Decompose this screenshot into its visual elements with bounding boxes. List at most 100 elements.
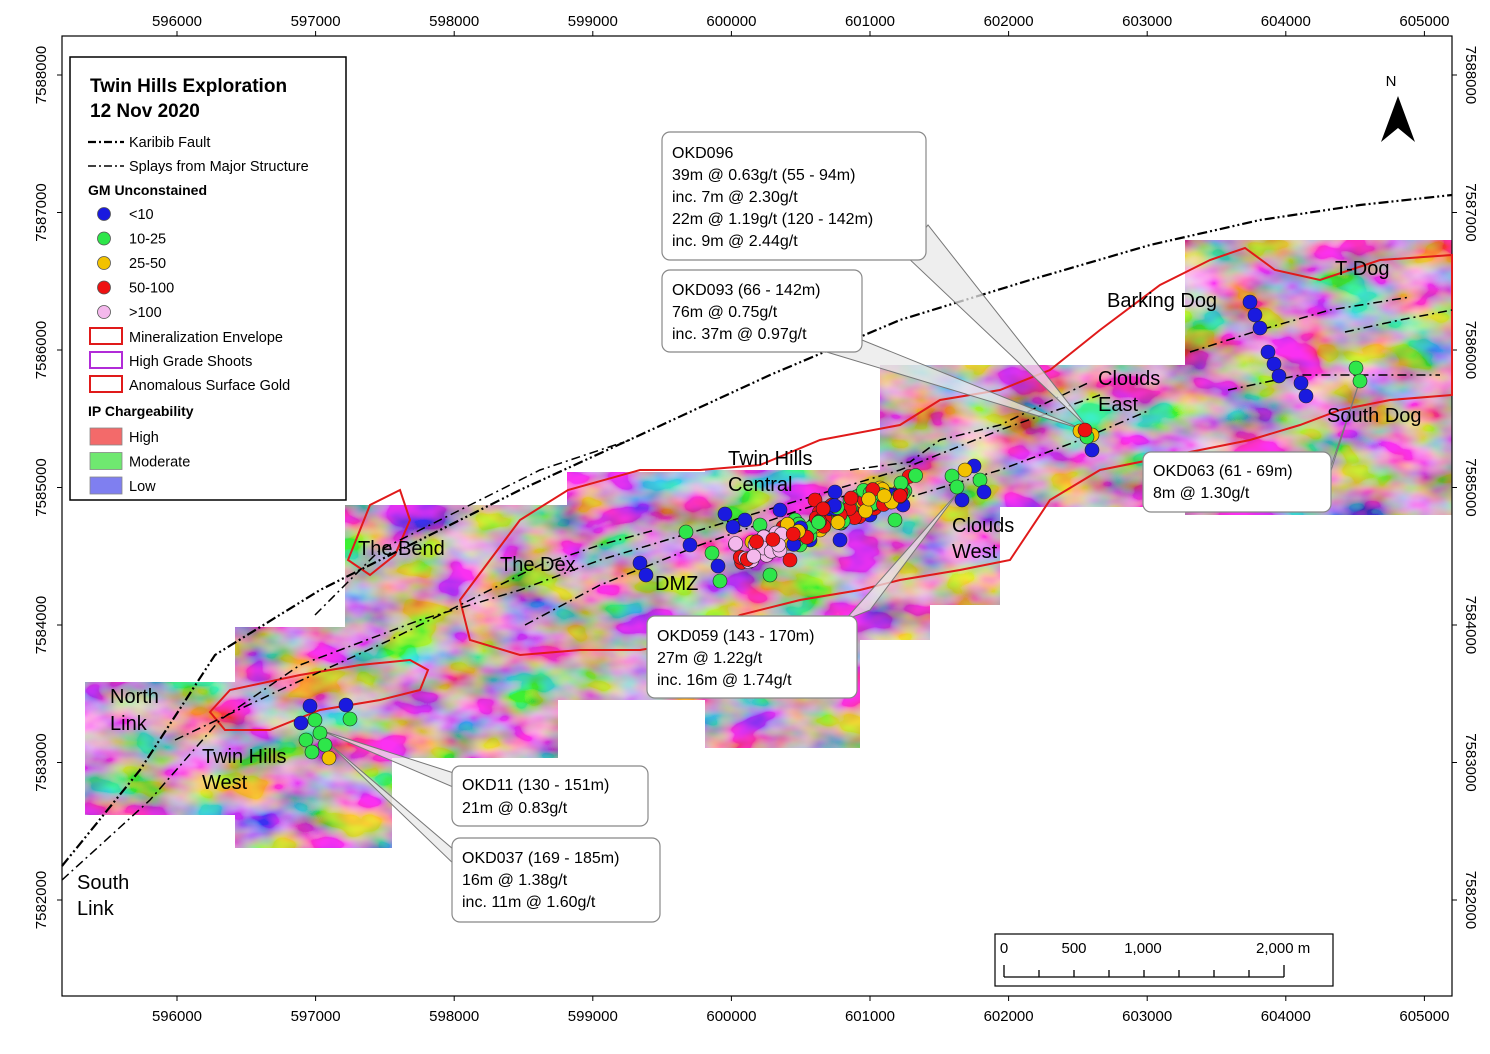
- x-tick-top-7: 603000: [1122, 13, 1172, 30]
- label-dmz: DMZ: [655, 573, 698, 595]
- collar-dot: [908, 468, 923, 483]
- legend-gm-dot-0: [97, 207, 111, 221]
- structures: [61, 193, 1453, 881]
- collar-dot: [1293, 375, 1309, 391]
- collar-dot: [830, 515, 846, 530]
- label-north-link-1: North: [110, 686, 159, 708]
- y-tick-right-3: 7585000: [1462, 458, 1479, 516]
- okd096-line-4: 22m @ 1.19g/t (120 - 142m): [672, 211, 873, 228]
- x-tick-bottom-6: 602000: [984, 1008, 1034, 1025]
- collar-dot: [1084, 442, 1100, 458]
- legend-anomalous: Anomalous Surface Gold: [129, 378, 290, 394]
- collar-dot: [304, 744, 320, 760]
- splay-3: [174, 529, 656, 741]
- collar-dot: [717, 506, 733, 522]
- collar-dot: [957, 462, 973, 478]
- label-twin-hills-central-2: Central: [728, 474, 792, 496]
- callout-okd059: OKD059 (143 - 170m) 27m @ 1.22g/t inc. 1…: [646, 615, 858, 699]
- y-tick-right-6: 7582000: [1462, 871, 1479, 929]
- x-tick-top-9: 605000: [1399, 13, 1449, 30]
- x-tick-top-6: 602000: [984, 13, 1034, 30]
- x-tick-bottom-8: 604000: [1261, 1008, 1311, 1025]
- callout-okd063: OKD063 (61 - 69m) 8m @ 1.30g/t: [1142, 451, 1332, 513]
- x-tick-bottom-7: 603000: [1122, 1008, 1172, 1025]
- okd063-line-2: 8m @ 1.30g/t: [1153, 485, 1250, 502]
- mineralization-envelopes: [208, 246, 1453, 731]
- collar-dot: [293, 715, 309, 731]
- legend-gm-label-4: >100: [129, 305, 162, 321]
- collar-dot: [832, 532, 848, 548]
- collar-dot: [737, 512, 753, 528]
- collar-dot: [725, 519, 741, 535]
- x-tick-top-1: 597000: [291, 13, 341, 30]
- collar-dot: [782, 552, 798, 568]
- collar-dot: [762, 567, 778, 583]
- collar-dot: [949, 479, 965, 495]
- legend-mineralization: Mineralization Envelope: [129, 330, 283, 346]
- okd11-line-2: 21m @ 0.83g/t: [462, 800, 568, 817]
- y-tick-left-1: 7587000: [33, 183, 50, 241]
- legend-envelope-swatch: [89, 327, 123, 345]
- legend-ip-label-1: Moderate: [129, 455, 190, 471]
- x-tick-bottom-5: 601000: [845, 1008, 895, 1025]
- envelope-west: [208, 658, 430, 731]
- legend-karibib-fault: Karibib Fault: [129, 135, 210, 151]
- label-south-dog: South Dog: [1327, 405, 1422, 427]
- label-south-link-1: South: [77, 872, 129, 894]
- y-tick-left-5: 7583000: [33, 733, 50, 791]
- x-tick-bottom-0: 596000: [152, 1008, 202, 1025]
- legend-gm-label-1: 10-25: [129, 232, 166, 248]
- okd037-line-1: OKD037 (169 - 185m): [462, 850, 619, 867]
- collar-dot: [321, 750, 337, 766]
- collar-dot: [876, 488, 892, 504]
- legend-gm-heading: GM Unconstained: [88, 182, 207, 198]
- north-arrow: N: [1381, 73, 1415, 142]
- collar-dot: [893, 475, 909, 491]
- y-tick-left-3: 7585000: [33, 458, 50, 516]
- collar-dot: [298, 732, 314, 748]
- label-twin-hills-west-2: West: [202, 772, 248, 794]
- collar-dot: [302, 698, 318, 714]
- collar-dot: [765, 532, 781, 547]
- legend: Twin Hills Exploration 12 Nov 2020 Karib…: [69, 56, 347, 501]
- okd096-line-5: inc. 9m @ 2.44g/t: [672, 233, 798, 250]
- envelope-bend: [346, 488, 412, 577]
- legend-title: Twin Hills Exploration: [90, 76, 287, 97]
- collar-dot: [1298, 388, 1314, 404]
- okd059-line-2: 27m @ 1.22g/t: [657, 650, 763, 667]
- scale-label-0: 0: [1000, 940, 1008, 957]
- callout-okd11: OKD11 (130 - 151m) 21m @ 0.83g/t: [451, 765, 649, 827]
- okd059-line-1: OKD059 (143 - 170m): [657, 628, 814, 645]
- y-tick-right-2: 7586000: [1462, 321, 1479, 379]
- collar-dot: [678, 524, 694, 540]
- label-the-bend: The Bend: [358, 538, 445, 560]
- legend-gm-dot-2: [97, 256, 111, 270]
- collar-dot: [338, 697, 354, 713]
- drillhole-collars: [293, 294, 1368, 766]
- legend-ip-label-2: Low: [129, 479, 156, 495]
- okd096-line-1: OKD096: [672, 145, 733, 162]
- splay-6: [1189, 296, 1411, 353]
- legend-ip-swatch-1: [89, 452, 123, 470]
- scale-bar: 0 500 1,000 2,000 m: [994, 933, 1334, 987]
- y-tick-left-6: 7582000: [33, 871, 50, 929]
- leader-okd059: [844, 489, 961, 621]
- x-tick-bottom-3: 599000: [568, 1008, 618, 1025]
- splay-2: [314, 439, 631, 616]
- x-tick-top-4: 600000: [706, 13, 756, 30]
- y-axis-right: 7588000758700075860007585000758400075830…: [1452, 46, 1479, 929]
- y-tick-left-0: 7588000: [33, 46, 50, 104]
- x-tick-top-8: 604000: [1261, 13, 1311, 30]
- legend-anomalous-swatch: [89, 375, 123, 393]
- collar-dot: [976, 484, 992, 500]
- collar-dot: [1271, 368, 1287, 384]
- y-tick-right-4: 7584000: [1462, 596, 1479, 654]
- legend-ip-swatch-2: [89, 476, 123, 495]
- splay-1: [61, 394, 1101, 881]
- collar-dot: [1252, 320, 1268, 336]
- label-south-link-2: Link: [77, 898, 115, 920]
- collar-dot: [342, 711, 358, 727]
- label-barking-dog: Barking Dog: [1107, 290, 1217, 312]
